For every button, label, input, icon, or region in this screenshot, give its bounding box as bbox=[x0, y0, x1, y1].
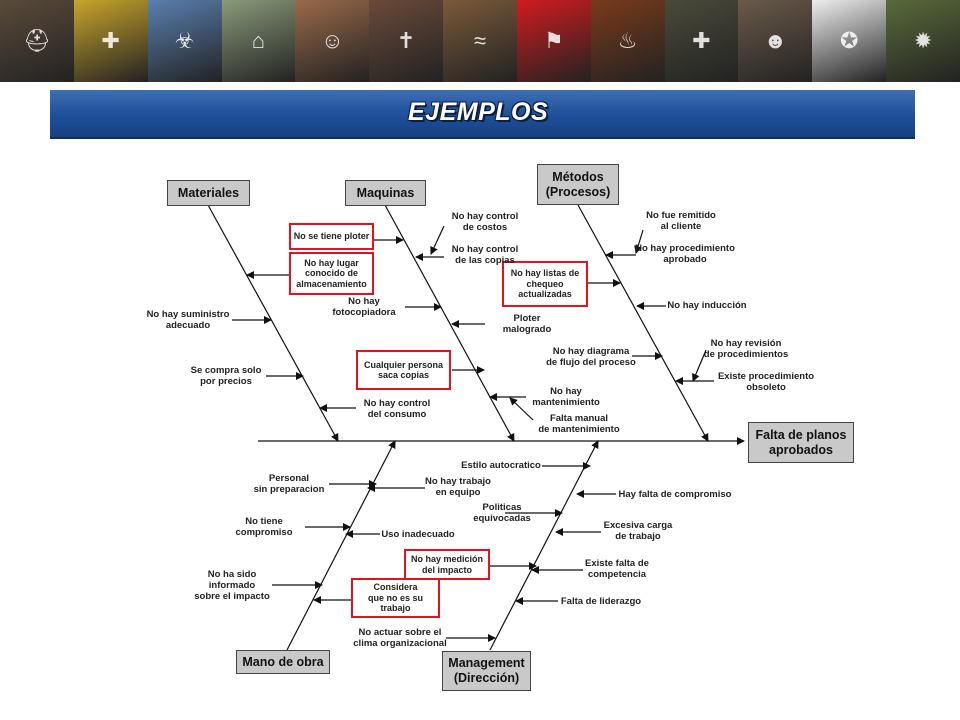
cause-existe-falta-competencia: Existe falta de competencia bbox=[585, 558, 649, 580]
la-hermandad-de-bomberos-seal-glyph-icon: ✪ bbox=[839, 28, 859, 53]
cause-no-hay-control-costos: No hay control de costos bbox=[451, 211, 519, 233]
cause-no-actuar-clima: No actuar sobre el clima organizacional bbox=[353, 627, 447, 649]
emergency-scene-photo-icon: ✹ bbox=[886, 0, 960, 82]
cause-no-hay-induccion: No hay inducción bbox=[667, 300, 747, 311]
cause-no-ha-sido-informado: No ha sido informado sobre el impacto bbox=[194, 569, 270, 602]
rescate-peru-emblem-glyph-icon: ✚ bbox=[101, 28, 120, 53]
cause-no-hay-control-copias: No hay control de las copias bbox=[451, 244, 519, 266]
bone-management bbox=[489, 440, 599, 651]
cause-estilo-autocratico: Estilo autocratico bbox=[461, 460, 541, 471]
firefighter-portrait-photo-icon: ☺ bbox=[295, 0, 370, 82]
cause-existe-procedimiento: Existe procedimiento obsoleto bbox=[717, 371, 815, 393]
cause-no-hay-fotocopiadora: No hay fotocopiadora bbox=[332, 296, 396, 318]
category-maquinas: Maquinas bbox=[345, 180, 426, 206]
cause-no-hay-revision: No hay revisión de procedimientos bbox=[703, 338, 789, 360]
category-mano-de-obra: Mano de obra bbox=[236, 650, 330, 674]
fire-scene-photo-icon: ♨ bbox=[590, 0, 665, 82]
cause-no-hay-medicion: No hay medición del impacto bbox=[404, 549, 490, 580]
hose-training-photo-glyph-icon: ≈ bbox=[473, 28, 487, 53]
cause-no-tiene-compromiso: No tiene compromiso bbox=[235, 516, 293, 538]
firefighter-photo-icon: ⛑ bbox=[0, 0, 74, 82]
cause-hay-falta-compromiso: Hay falta de compromiso bbox=[618, 489, 732, 500]
hazmat-team-photo-glyph-icon: ☣ bbox=[174, 28, 195, 53]
la-hermandad-de-bomberos-seal-icon: ✪ bbox=[812, 0, 887, 82]
category-materiales: Materiales bbox=[167, 180, 250, 206]
station-photo-icon: ⌂ bbox=[221, 0, 296, 82]
cause-falta-liderazgo: Falta de liderazgo bbox=[560, 596, 642, 607]
bone-materiales bbox=[207, 204, 339, 442]
brigade-group-photo-icon: ☻ bbox=[738, 0, 813, 82]
rescue-photo-glyph-icon: ✚ bbox=[692, 28, 711, 53]
cause-falta-manual: Falta manual de mantenimiento bbox=[538, 413, 620, 435]
category-management: Management (Dirección) bbox=[442, 651, 531, 691]
rescue-photo-icon: ✚ bbox=[664, 0, 739, 82]
brigade-group-photo-glyph-icon: ☻ bbox=[763, 28, 787, 53]
rescate-peru-emblem-icon: ✚ bbox=[73, 0, 148, 82]
fire-scene-photo-glyph-icon: ♨ bbox=[617, 28, 638, 53]
cause-no-hay-trabajo-equipo: No hay trabajo en equipo bbox=[425, 476, 491, 498]
cause-ploter-malogrado: Ploter malogrado bbox=[502, 313, 552, 335]
cause-personal-sin-preparacion: Personal sin preparacion bbox=[253, 473, 325, 495]
cause-excesiva-carga: Excesiva carga de trabajo bbox=[603, 520, 673, 542]
bone-mano-obra bbox=[286, 440, 396, 651]
cause-no-fue-remitido: No fue remitido al cliente bbox=[646, 210, 716, 232]
cause-cualquier-persona: Cualquier persona saca copias bbox=[356, 350, 451, 390]
cause-uso-inadecuado: Uso inadecuado bbox=[381, 529, 455, 540]
hazmat-team-photo-icon: ☣ bbox=[147, 0, 222, 82]
peru-flag-icon: ⚑ bbox=[516, 0, 591, 82]
bone-maquinas bbox=[384, 204, 515, 442]
cause-no-hay-listas: No hay listas de chequeo actualizadas bbox=[502, 261, 588, 307]
peru-flag-glyph-icon: ⚑ bbox=[543, 28, 564, 53]
cause-no-hay-procedimiento: No hay procedimiento aprobado bbox=[635, 243, 735, 265]
page-title: EJEMPLOS bbox=[408, 98, 549, 126]
title-bar bbox=[50, 90, 915, 139]
cause-no-hay-lugar: No hay lugar conocido de almacenamiento bbox=[289, 252, 374, 295]
cause-considera: Considera que no es su trabajo bbox=[351, 578, 440, 618]
religious-painting-icon: ✝ bbox=[369, 0, 444, 82]
header-banner: ⛑ ✚ ☣ ⌂ ☺ ✝ ≈ ⚑ ♨ ✚ ☻ ✪ ✹ bbox=[0, 0, 960, 82]
firefighter-portrait-photo-glyph-icon: ☺ bbox=[321, 28, 344, 53]
cause-no-hay-suministro: No hay suministro adecuado bbox=[146, 309, 230, 331]
cause-no-hay-diagrama: No hay diagrama de flujo del proceso bbox=[546, 346, 636, 368]
cause-politicas-equivocadas: Politicas equivocadas bbox=[473, 502, 531, 524]
religious-painting-glyph-icon: ✝ bbox=[396, 28, 416, 53]
cause-se-compra-solo: Se compra solo por precios bbox=[190, 365, 262, 387]
firefighter-photo-glyph-icon: ⛑ bbox=[22, 28, 51, 53]
station-photo-glyph-icon: ⌂ bbox=[251, 28, 266, 53]
category-metodos: Métodos (Procesos) bbox=[537, 164, 619, 205]
cause-no-hay-mantenimiento: No hay mantenimiento bbox=[532, 386, 600, 408]
hose-training-photo-icon: ≈ bbox=[443, 0, 517, 82]
cause-no-hay-control-consumo: No hay control del consumo bbox=[363, 398, 431, 420]
effect-box: Falta de planos aprobados bbox=[748, 422, 854, 463]
bone-metodos bbox=[577, 204, 709, 442]
cause-no-se-tiene-ploter: No se tiene ploter bbox=[289, 223, 374, 250]
emergency-scene-photo-glyph-icon: ✹ bbox=[913, 28, 933, 53]
